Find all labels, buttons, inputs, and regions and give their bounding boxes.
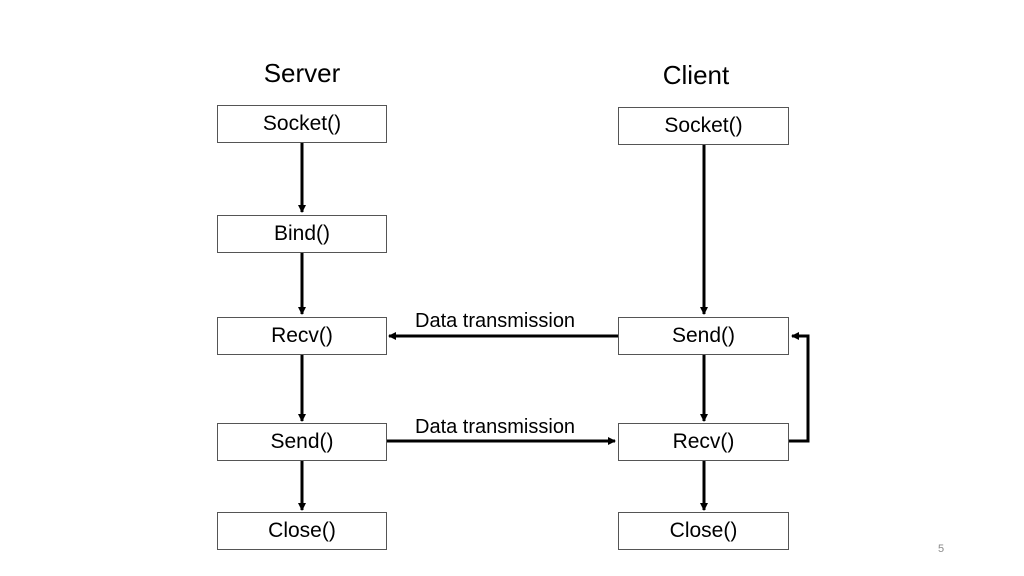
server-socket-box: Socket() [217, 105, 387, 143]
server-socket-label: Socket() [262, 112, 342, 135]
client-socket-label: Socket() [664, 114, 743, 137]
client-send-box: Send() [618, 317, 789, 355]
client-recv-label: Recv() [672, 430, 735, 453]
server-close-label: Close() [268, 519, 336, 542]
server-close-box: Close() [217, 512, 387, 550]
edge-label-client-to-server: Data transmission [415, 310, 576, 332]
client-close-label: Close() [669, 519, 738, 542]
edge-label-server-to-client: Data transmission [415, 416, 576, 438]
arrow-client-recv-loop-to-send [789, 332, 810, 443]
server-bind-box: Bind() [217, 215, 387, 253]
client-send-label: Send() [671, 324, 736, 347]
server-recv-label: Recv() [271, 324, 333, 347]
server-bind-label: Bind() [273, 222, 331, 245]
client-socket-box: Socket() [618, 107, 789, 145]
client-title: Client [662, 60, 730, 90]
server-send-box: Send() [217, 423, 387, 461]
client-close-box: Close() [618, 512, 789, 550]
client-recv-box: Recv() [618, 423, 789, 461]
page-number: 5 [938, 543, 945, 555]
server-send-label: Send() [270, 430, 334, 453]
server-recv-box: Recv() [217, 317, 387, 355]
server-title: Server [263, 58, 341, 88]
